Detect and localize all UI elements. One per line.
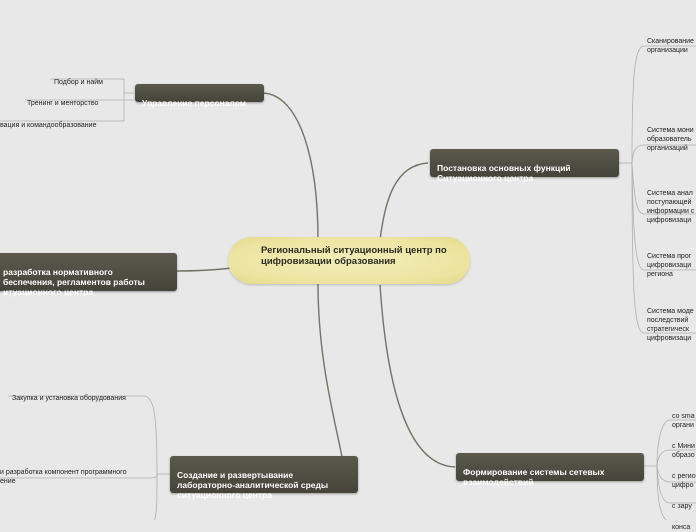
leaf-consult-label: конса bbox=[672, 524, 691, 531]
leaf-foreign-label: с зару bbox=[672, 503, 692, 510]
leaf-link-more bbox=[154, 473, 158, 520]
mindmap-connectors bbox=[0, 45, 696, 520]
central-topic-label: Региональный ситуационный центр по цифро… bbox=[261, 245, 447, 267]
branch-personnel[interactable]: Управление персоналом bbox=[135, 84, 264, 108]
leaf-ministry[interactable]: с Мини образо bbox=[672, 433, 695, 460]
branch-regulation-label: разработка нормативного беспечения, регл… bbox=[3, 267, 145, 297]
leaf-training[interactable]: Тренинг и менторство bbox=[27, 90, 98, 108]
leaf-smart[interactable]: со sma органи bbox=[672, 403, 695, 430]
link-central-lab bbox=[317, 283, 343, 458]
leaf-software-label: и разработка компонент программного ение bbox=[0, 469, 127, 485]
branch-network-label: Формирование системы сетевых взаимодейст… bbox=[463, 467, 605, 487]
leaf-link-consult bbox=[656, 465, 667, 520]
leaf-consult[interactable]: конса bbox=[672, 514, 690, 532]
link-central-regulation bbox=[176, 267, 233, 272]
leaf-link-ministry bbox=[656, 449, 696, 467]
leaf-scan[interactable]: Сканирование организации bbox=[647, 28, 694, 55]
leaf-monitor-label: Система мони образователь организаций bbox=[647, 127, 694, 152]
leaf-analysis-label: Система анал поступающей информации с ци… bbox=[647, 190, 695, 224]
leaf-hardware[interactable]: Закупка и установка оборудования bbox=[12, 385, 126, 403]
leaf-link-smart bbox=[656, 419, 696, 467]
leaf-model[interactable]: Система моде последствий стратегическ ци… bbox=[647, 298, 694, 343]
branch-lab[interactable]: Создание и развертывание лабораторно-ана… bbox=[170, 456, 358, 500]
leaf-ministry-label: с Мини образо bbox=[672, 443, 695, 459]
leaf-motivation[interactable]: вация и командообразование bbox=[0, 112, 96, 130]
leaf-link-scan bbox=[631, 45, 696, 164]
leaf-hire-label: Подбор и найм bbox=[54, 79, 103, 86]
central-topic[interactable]: Региональный ситуационный центр по цифро… bbox=[228, 237, 470, 284]
link-central-network bbox=[379, 284, 456, 468]
leaf-forecast[interactable]: Система прог цифровизаци региона bbox=[647, 243, 691, 279]
branch-regulation[interactable]: разработка нормативного беспечения, регл… bbox=[0, 253, 177, 297]
leaf-foreign[interactable]: с зару bbox=[672, 493, 692, 511]
link-central-personnel bbox=[262, 92, 319, 241]
leaf-forecast-label: Система прог цифровизаци региона bbox=[647, 253, 692, 278]
leaf-smart-label: со sma органи bbox=[672, 413, 695, 429]
leaf-link-monitor bbox=[631, 144, 696, 164]
leaf-model-label: Система моде последствий стратегическ ци… bbox=[647, 308, 694, 342]
leaf-training-label: Тренинг и менторство bbox=[27, 100, 99, 107]
leaf-software[interactable]: и разработка компонент программного ение bbox=[0, 459, 126, 486]
leaf-link-hardware bbox=[8, 395, 158, 475]
leaf-monitor[interactable]: Система мони образователь организаций bbox=[647, 117, 694, 153]
leaf-motivation-label: вация и командообразование bbox=[0, 122, 97, 129]
branch-network[interactable]: Формирование системы сетевых взаимодейст… bbox=[456, 453, 644, 487]
leaf-scan-label: Сканирование организации bbox=[647, 38, 694, 54]
leaf-hire[interactable]: Подбор и найм bbox=[54, 69, 103, 87]
branch-functions[interactable]: Постановка основных функций Ситуационног… bbox=[430, 149, 619, 183]
leaf-region[interactable]: с регио цифро bbox=[672, 463, 696, 490]
branch-personnel-label: Управление персоналом bbox=[142, 98, 247, 108]
leaf-link-forecast bbox=[631, 162, 696, 271]
leaf-analysis[interactable]: Система анал поступающей информации с ци… bbox=[647, 180, 694, 225]
leaf-link-analysis bbox=[631, 162, 696, 215]
leaf-link-model bbox=[631, 162, 696, 334]
link-central-functions bbox=[379, 162, 429, 241]
branch-lab-label: Создание и развертывание лабораторно-ана… bbox=[177, 470, 329, 500]
leaf-region-label: с регио цифро bbox=[672, 473, 696, 489]
leaf-hardware-label: Закупка и установка оборудования bbox=[12, 395, 126, 402]
branch-functions-label: Постановка основных функций Ситуационног… bbox=[437, 163, 571, 183]
